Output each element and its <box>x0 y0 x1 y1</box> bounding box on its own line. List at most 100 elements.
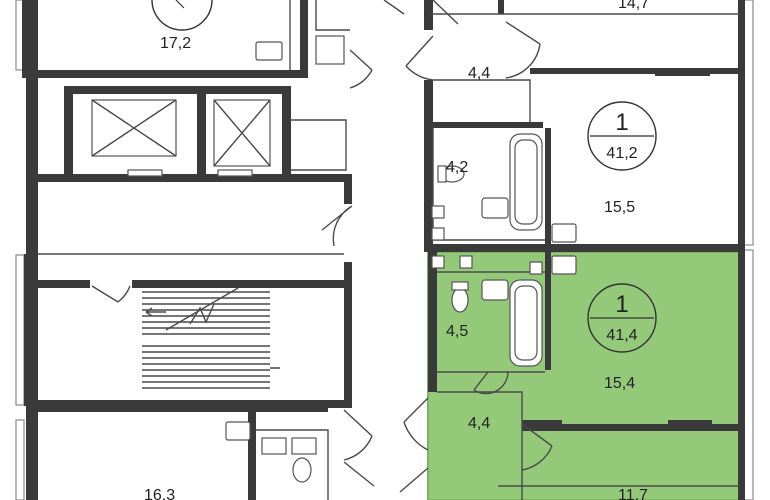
partition-upper-hall <box>433 79 531 122</box>
shower-left-flat <box>315 35 345 65</box>
wall-corridor-left-lower <box>344 262 352 408</box>
stair-break <box>189 303 215 325</box>
partition-shaft-small <box>315 0 350 31</box>
wall-stair-left <box>38 280 90 288</box>
sink-corridor-sel <box>551 255 577 275</box>
wall-elevator-right <box>282 86 291 180</box>
elevators <box>91 99 271 177</box>
wall-sel-bath-right <box>545 252 551 370</box>
stair-arrow <box>145 287 280 369</box>
wall-right-outer <box>738 0 745 500</box>
wall-elevator-bottom <box>38 174 352 182</box>
door-sel-bath <box>473 371 509 395</box>
wall-stair-top <box>132 280 352 288</box>
elevator-right-cross <box>213 99 271 167</box>
wall-left-outer-upper <box>26 78 38 254</box>
wall-bottom-shaft <box>248 412 256 500</box>
wall-window-stub-1 <box>655 68 710 76</box>
apartment-badge-selected[interactable]: 1 41,4 <box>587 283 657 353</box>
sink-sel <box>481 279 509 301</box>
wall-sel-stub-2 <box>668 420 712 430</box>
box-sel-2 <box>459 255 473 269</box>
door-bottom-left-2 <box>343 461 375 487</box>
room-area-15-5: 15,5 <box>604 199 635 216</box>
wall-sel-room-bottom <box>522 424 744 431</box>
door-left-corridor <box>321 205 353 247</box>
badge-partial-arc <box>151 0 213 31</box>
wall-elevator-top <box>64 86 290 94</box>
wall-elevator-mid <box>197 86 206 180</box>
door-upper-hall <box>405 35 434 81</box>
wall-room-top-upper <box>530 68 744 74</box>
window-right-bottom <box>743 249 754 500</box>
toilet-sel-tank <box>451 281 469 291</box>
partition-sel-bath <box>437 271 545 373</box>
wall-window-stub-2 <box>672 244 712 252</box>
wall-top-flat-upper <box>38 70 308 78</box>
toilet-upper-tank <box>437 165 447 183</box>
box-upper-1 <box>431 205 445 219</box>
door-stair <box>91 285 131 303</box>
box-bottom-2 <box>291 437 317 455</box>
wall-apt-divider <box>428 244 740 252</box>
elevator-left-door <box>127 169 163 177</box>
badge-partial-divider <box>175 0 185 9</box>
elevator-right-door <box>217 169 253 177</box>
sink-left-flat <box>255 41 283 61</box>
toilet-sel <box>451 287 469 313</box>
room-area-4-2: 4,2 <box>446 159 468 176</box>
box-sel-1 <box>431 255 445 269</box>
wall-shaft-upper <box>300 0 308 78</box>
partition-sel-hall <box>437 391 523 500</box>
doors <box>91 0 553 493</box>
room-area-4-5: 4,5 <box>446 323 468 340</box>
box-sel-3 <box>529 261 543 275</box>
fixtures <box>225 35 577 483</box>
door-upper-left-2 <box>383 0 405 15</box>
room-area-4-4-top: 4,4 <box>468 65 490 82</box>
badge-area-selected: 41,4 <box>606 327 637 344</box>
sink-bottom <box>225 421 251 441</box>
room-labels: 17,2 14,7 4,4 4,2 15,5 4,5 15,4 4,4 16,3… <box>144 0 649 500</box>
selected-apartment[interactable] <box>427 251 741 500</box>
wall-left-outer-low <box>26 406 38 500</box>
door-upper-left-1 <box>349 49 373 89</box>
badge-rooms-selected: 1 <box>615 291 628 318</box>
box-bottom-1 <box>261 437 287 455</box>
wall-corridor-right-sel <box>428 252 437 392</box>
wall-left-outer-top <box>22 0 38 78</box>
door-bottom-sel <box>399 467 429 493</box>
wall-corridor-left-upper <box>344 174 352 204</box>
wall-bath-top-upper <box>433 122 543 128</box>
door-bottom-left <box>343 409 373 461</box>
wall-left-outer-mid <box>24 254 38 406</box>
wall-top-right-stub <box>498 0 504 14</box>
elevator-left-cross <box>91 99 177 157</box>
box-upper-2 <box>431 227 445 241</box>
room-area-17-2: 17,2 <box>160 35 191 52</box>
staircase <box>142 287 280 389</box>
selected-apartment-fill[interactable] <box>427 251 741 500</box>
room-area-16-3: 16,3 <box>144 487 175 500</box>
wall-bath-right-upper <box>545 128 551 246</box>
toilet-bottom <box>292 457 312 483</box>
door-upper-entry <box>432 0 459 25</box>
bathtub-sel-inner <box>514 285 538 361</box>
door-upper-room <box>505 21 541 79</box>
window-left-mid <box>15 254 25 406</box>
apartment-badge-upper[interactable]: 1 41,2 <box>587 101 657 171</box>
stair-upper-flight <box>142 291 270 335</box>
badge-rooms-upper: 1 <box>615 109 628 136</box>
apartment-badge-partial <box>151 0 213 31</box>
wall-corridor-right-mid <box>424 80 433 252</box>
door-sel-entry <box>403 397 429 451</box>
door-sel-room <box>521 423 553 471</box>
room-area-15-4: 15,4 <box>604 375 635 392</box>
wall-bottom-flat-top <box>38 404 328 412</box>
bathtub-upper-inner <box>514 139 538 225</box>
wall-corridor-right-top <box>424 0 433 30</box>
stair-lower-flight <box>142 345 270 389</box>
wall-elevator-left <box>64 86 73 180</box>
badge-area-upper: 41,2 <box>606 145 637 162</box>
